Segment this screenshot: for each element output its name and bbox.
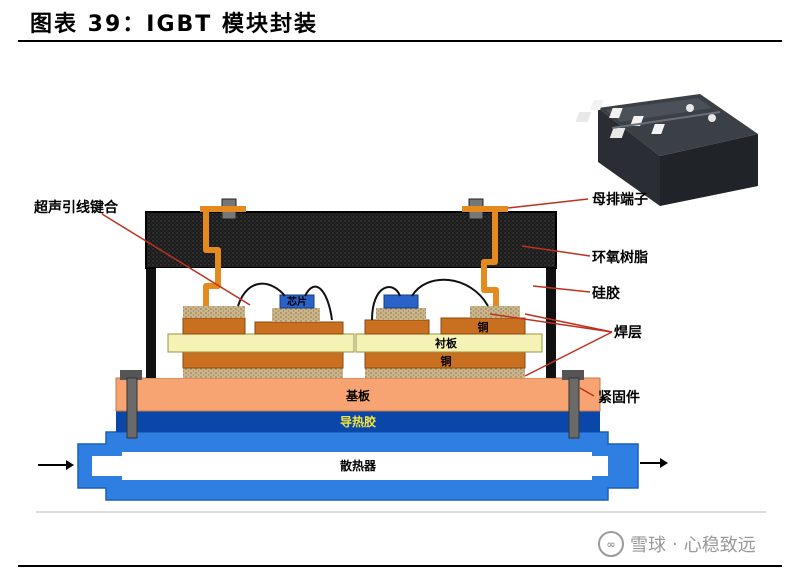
label-fastener: 紧固件 bbox=[598, 389, 640, 406]
terminal-tab-right bbox=[462, 206, 508, 212]
fastener-right bbox=[562, 370, 584, 439]
label-solder-layer: 焊层 bbox=[614, 325, 642, 341]
label-thermal-paste: 导热胶 bbox=[340, 414, 376, 429]
stack-left bbox=[167, 294, 355, 378]
watermark-brand: 雪球 bbox=[630, 535, 666, 556]
housing-wall-left bbox=[146, 215, 156, 378]
label-chip: 芯片 bbox=[287, 295, 307, 308]
watermark: ∞ 雪球 · 心稳致远 bbox=[598, 528, 788, 560]
stack-right bbox=[355, 294, 543, 378]
busbar-terminal-right bbox=[481, 212, 499, 306]
watermark-separator: · bbox=[672, 533, 678, 555]
label-baseplate: 基板 bbox=[345, 388, 371, 403]
label-silicone-gel: 硅胶 bbox=[592, 285, 620, 302]
leader-lines bbox=[101, 198, 613, 397]
housing-wall-right bbox=[546, 215, 556, 378]
igbt-module-photo bbox=[575, 94, 758, 206]
label-ultrasonic-bonding: 超声引线键合 bbox=[33, 199, 119, 216]
bond-wire-3 bbox=[371, 286, 401, 321]
terminal-tab-left bbox=[200, 206, 246, 212]
label-copper-bottom: 铜 bbox=[440, 354, 452, 368]
label-epoxy-resin: 环氧树脂 bbox=[592, 249, 648, 266]
baseplate-layer bbox=[115, 377, 601, 412]
fastener-left bbox=[120, 370, 142, 439]
flow-in-arrowhead bbox=[66, 460, 74, 470]
heatsink bbox=[77, 431, 639, 501]
flow-out-arrowhead bbox=[660, 458, 668, 468]
title-bar: 图表 39：IGBT 模块封装 bbox=[0, 0, 800, 42]
figure-title: 图表 39：IGBT 模块封装 bbox=[30, 12, 318, 37]
bond-wire-4 bbox=[411, 278, 489, 307]
label-substrate: 衬板 bbox=[435, 336, 458, 350]
thermal-paste-layer bbox=[116, 411, 600, 432]
bond-wire-2 bbox=[304, 285, 333, 321]
label-busbar-terminal: 母排端子 bbox=[592, 191, 648, 208]
bond-wire-1 bbox=[237, 282, 286, 307]
title-rule bbox=[18, 40, 782, 42]
bottom-rule bbox=[18, 565, 782, 567]
label-copper-top: 铜 bbox=[477, 320, 489, 334]
label-heatsink: 散热器 bbox=[340, 458, 377, 473]
snowball-logo-icon: ∞ bbox=[598, 531, 624, 557]
busbar-terminal-left bbox=[203, 212, 221, 306]
watermark-author: 心稳致远 bbox=[683, 535, 756, 556]
